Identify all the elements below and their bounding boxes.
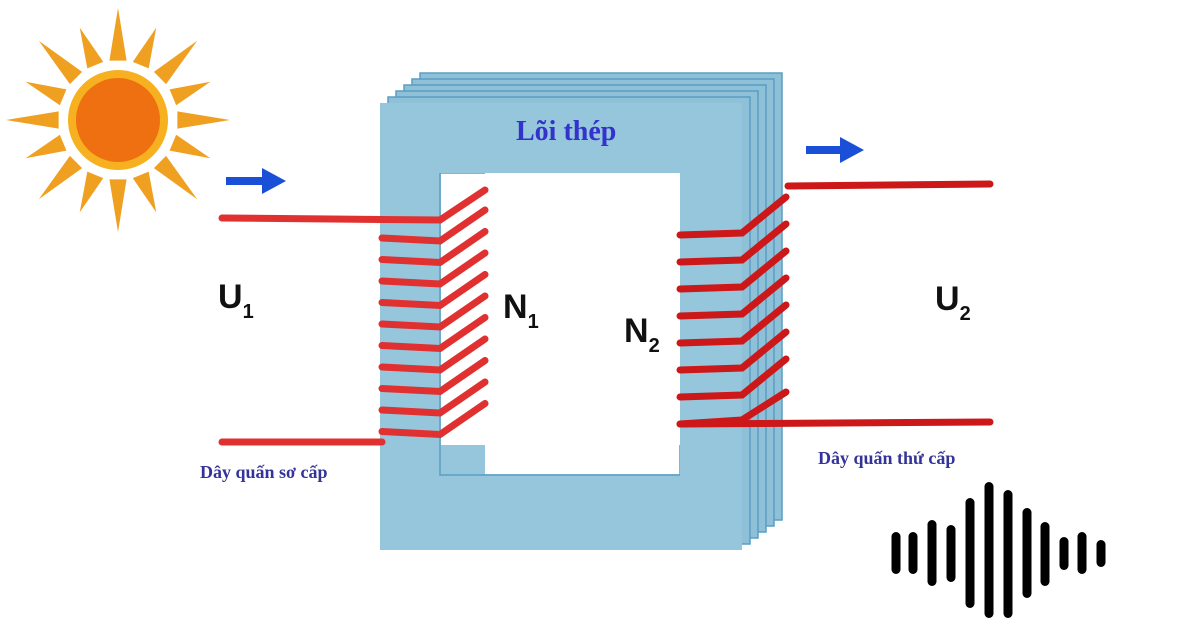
sound-wave-bar bbox=[1096, 540, 1106, 567]
sun-ray bbox=[109, 8, 127, 61]
secondary-turn bbox=[676, 220, 790, 266]
sound-wave-bar bbox=[1077, 532, 1087, 574]
primary-turns: N1 bbox=[503, 288, 539, 333]
secondary-lead-bottom bbox=[676, 418, 994, 428]
core-front-face bbox=[380, 103, 742, 550]
primary-voltage: U1 bbox=[218, 278, 254, 323]
sun-ray bbox=[38, 40, 83, 85]
sound-wave-bar bbox=[965, 498, 975, 608]
sound-wave-bar bbox=[1040, 522, 1050, 586]
sound-wave-bar bbox=[908, 532, 918, 574]
primary-turn bbox=[378, 314, 489, 353]
arrow-right-icon bbox=[806, 137, 864, 163]
primary-turn bbox=[378, 249, 489, 288]
sun-ray bbox=[169, 81, 211, 106]
secondary-turns: N2 bbox=[624, 312, 660, 357]
secondary-lead-top bbox=[784, 180, 994, 190]
sun-ray bbox=[169, 134, 211, 159]
sound-wave-bar bbox=[1003, 490, 1013, 618]
primary-turn bbox=[378, 206, 489, 245]
sound-wave-bar bbox=[1022, 508, 1032, 598]
primary-turn bbox=[378, 400, 489, 439]
primary-turn bbox=[378, 378, 489, 417]
secondary-turn bbox=[676, 247, 790, 293]
sun-ray bbox=[79, 171, 104, 213]
sound-wave-bar bbox=[891, 532, 901, 574]
sun-ray bbox=[79, 27, 104, 69]
sun-ray bbox=[109, 179, 127, 232]
primary-winding bbox=[218, 186, 489, 446]
sun-ray bbox=[153, 155, 198, 200]
sound-wave-bar bbox=[927, 520, 937, 586]
secondary-turn bbox=[676, 328, 790, 374]
primary-turn bbox=[378, 292, 489, 331]
secondary-voltage: U2 bbox=[935, 280, 971, 325]
primary-turn bbox=[378, 271, 489, 310]
steel-core bbox=[380, 72, 783, 550]
primary-lead-top bbox=[218, 186, 489, 224]
sun-ray bbox=[153, 40, 198, 85]
secondary-turn bbox=[676, 355, 790, 401]
secondary-winding-label: Dây quấn thứ cấp bbox=[818, 448, 956, 468]
sun-icon bbox=[6, 8, 230, 232]
sound-wave-bar bbox=[984, 482, 994, 618]
primary-turn bbox=[378, 357, 489, 396]
sun-ray bbox=[6, 111, 59, 129]
primary-winding-label: Dây quấn sơ cấp bbox=[200, 462, 328, 482]
secondary-turn bbox=[676, 301, 790, 347]
secondary-winding bbox=[676, 180, 994, 428]
secondary-turn bbox=[676, 193, 790, 239]
sun-ray bbox=[25, 134, 67, 159]
sun-ray bbox=[25, 81, 67, 106]
arrow-right-icon bbox=[226, 168, 286, 194]
core-label: Lõi thép bbox=[516, 116, 617, 147]
sound-wave-bar bbox=[1059, 537, 1069, 570]
sun-ray bbox=[177, 111, 230, 129]
primary-turn bbox=[378, 228, 489, 267]
sound-wave-icon bbox=[891, 482, 1106, 618]
core-edge bbox=[439, 173, 680, 476]
sun-ray bbox=[132, 171, 157, 213]
sound-wave-bar bbox=[946, 525, 956, 582]
primary-turn bbox=[378, 335, 489, 374]
sun-ray bbox=[38, 155, 83, 200]
secondary-turn bbox=[676, 274, 790, 320]
core-window bbox=[485, 173, 680, 445]
sun-core bbox=[76, 78, 160, 162]
sun-ray bbox=[132, 27, 157, 69]
